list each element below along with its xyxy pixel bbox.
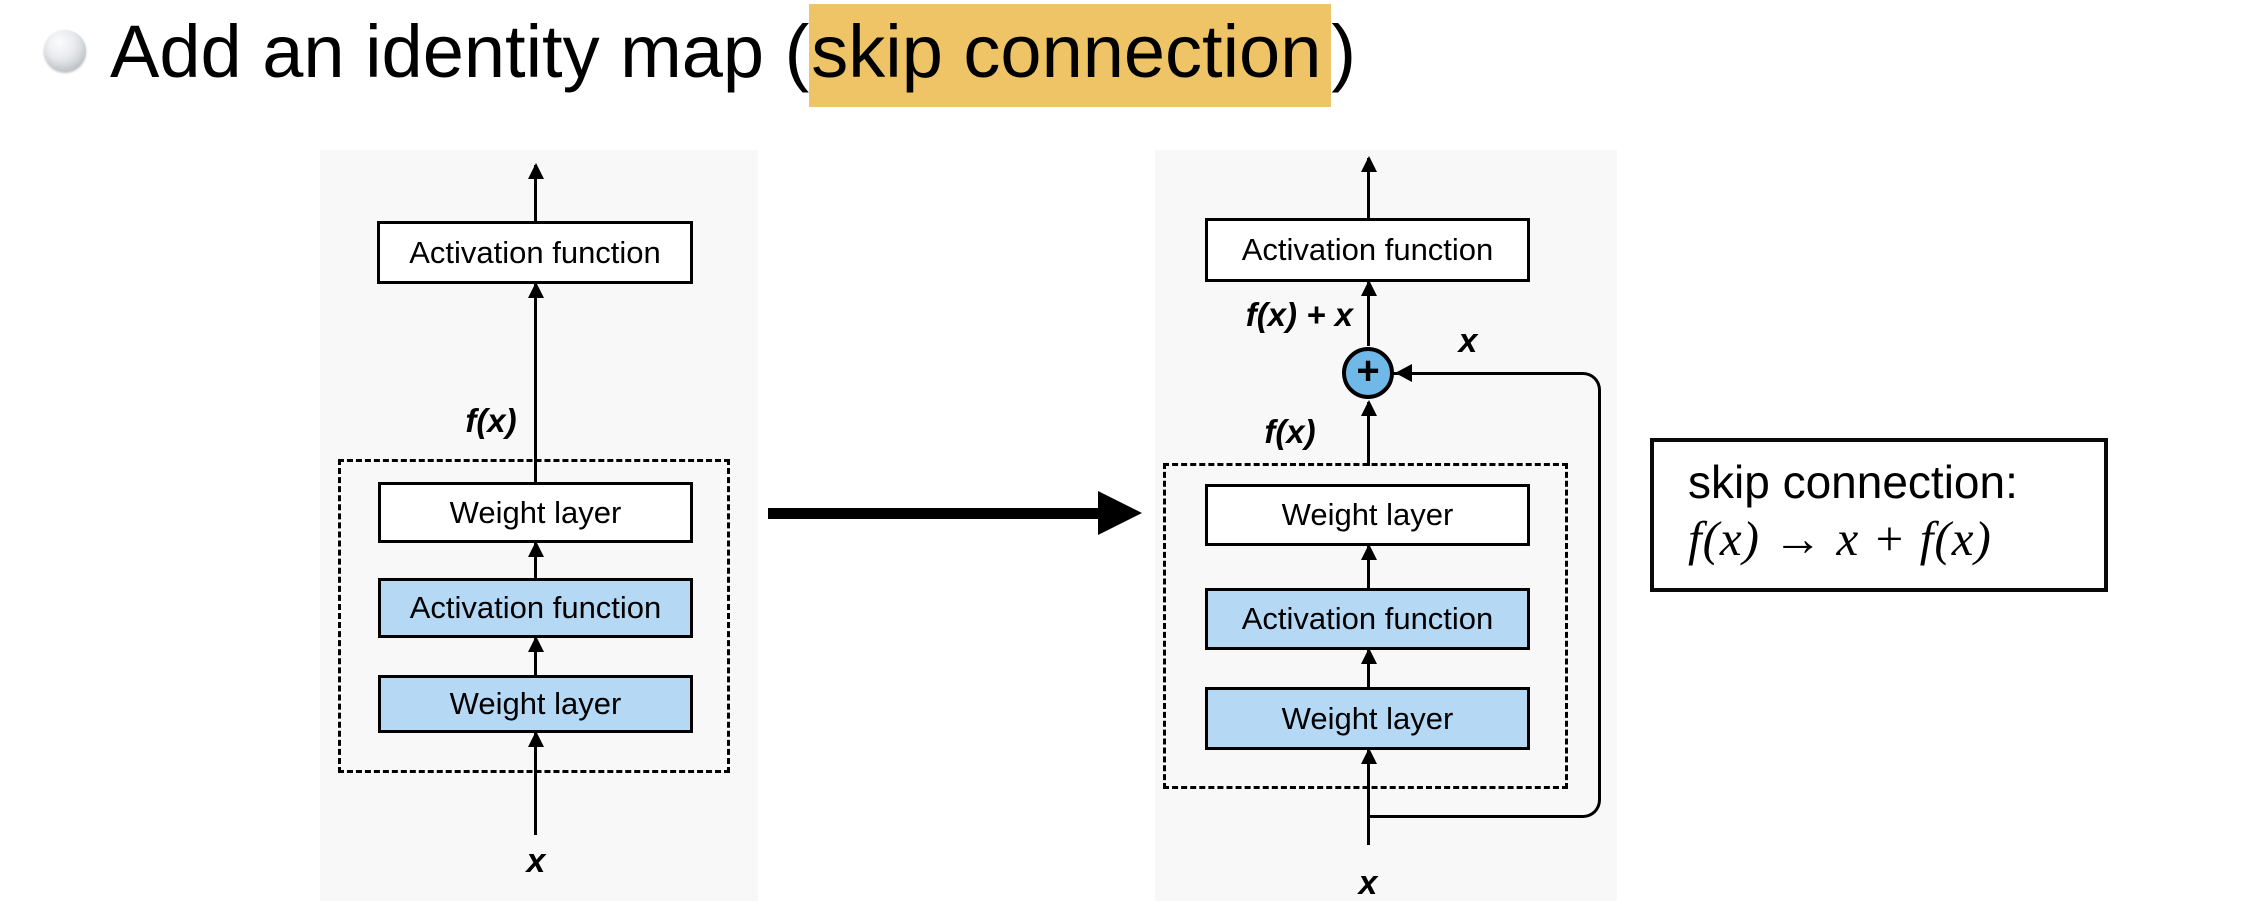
fx-label: f(x) [1264,413,1316,450]
activation-function-box: Activation function [1205,588,1530,650]
output-arrow [1360,156,1377,218]
output-arrow [527,163,544,221]
mid-arrow-upper [527,541,544,578]
note-formula: f(x) → x + f(x) [1688,511,1992,566]
note-title: skip connection: [1688,456,2018,508]
skip-connection-note-box: skip connection: f(x) → x + f(x) [1650,438,2108,592]
mid-arrow-lower [1360,648,1377,687]
fx-arrow [527,282,544,482]
plain-block-panel: Activation function f(x) Weight layer Ac… [320,150,758,901]
weight-layer-top-label: Weight layer [1281,497,1454,532]
fx-arrow [1360,400,1377,466]
input-arrow [527,731,544,835]
output-activation-label: Activation function [1241,232,1494,267]
weight-layer-top-box: Weight layer [378,482,693,543]
weight-layer-bottom-label: Weight layer [449,686,622,721]
residual-block-panel: Activation function f(x) + x x + f(x) We… [1155,150,1617,902]
output-activation-label: Activation function [409,234,661,270]
plus-sign: + [1356,349,1380,393]
activation-function-label: Activation function [409,590,662,625]
block-dashed-outline [1163,463,1568,789]
weight-layer-top-label: Weight layer [449,494,622,530]
input-label: x [526,842,546,880]
activation-function-label: Activation function [1241,601,1494,636]
skip-arrowhead-icon [1395,364,1412,382]
slide-title: Add an identity map (skip connection) [110,2,1357,107]
transform-arrow-icon [768,491,1142,535]
title-highlight: skip connection [809,4,1332,107]
sum-node: + [1342,347,1394,399]
input-label: x [1358,864,1378,902]
output-activation-box: Activation function [1205,218,1530,282]
mid-arrow-upper [1360,544,1377,588]
title-prefix: Add an identity map ( [110,10,810,93]
activation-function-box: Activation function [378,578,693,638]
input-arrow [1360,748,1377,845]
weight-layer-bottom-box: Weight layer [378,675,693,733]
sum-label: f(x) + x [1245,296,1353,333]
title-suffix: ) [1331,10,1357,93]
sum-output-arrow [1360,280,1377,346]
fx-label: f(x) [465,402,517,439]
output-activation-box: Activation function [377,221,693,284]
weight-layer-bottom-box: Weight layer [1205,687,1530,750]
weight-layer-bottom-label: Weight layer [1281,700,1454,736]
mid-arrow-lower [527,636,544,675]
skip-input-label: x [1458,322,1478,360]
bullet-icon [44,30,86,72]
skip-connection-path [1368,372,1601,818]
weight-layer-top-box: Weight layer [1205,484,1530,546]
